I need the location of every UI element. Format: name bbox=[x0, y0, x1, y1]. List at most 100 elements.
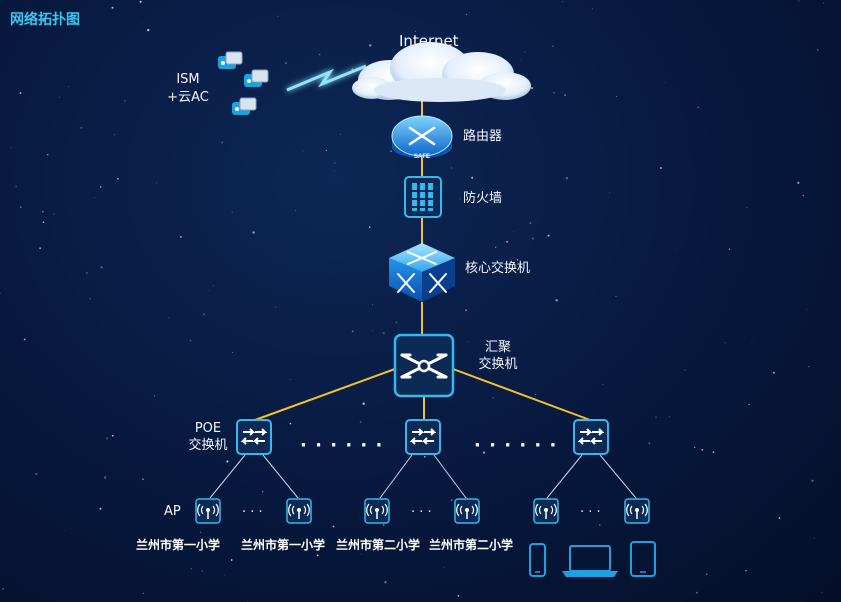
star bbox=[390, 150, 392, 153]
star bbox=[19, 92, 22, 94]
star bbox=[302, 150, 304, 152]
star bbox=[2, 588, 4, 590]
star bbox=[230, 559, 233, 561]
star bbox=[492, 265, 493, 266]
star bbox=[615, 95, 617, 97]
star bbox=[359, 420, 362, 423]
star bbox=[450, 167, 453, 169]
star bbox=[664, 81, 666, 83]
router-badge: SAFE bbox=[414, 154, 430, 160]
star bbox=[495, 246, 497, 248]
star bbox=[156, 182, 158, 184]
star bbox=[748, 403, 750, 406]
poe-switch-icon bbox=[573, 419, 609, 455]
ap-ellipsis-1: · · · bbox=[242, 505, 263, 520]
access-point-icon bbox=[364, 498, 390, 524]
star bbox=[465, 309, 468, 312]
star bbox=[695, 591, 698, 594]
star bbox=[147, 28, 150, 32]
link-agg-poe-right bbox=[452, 368, 591, 421]
star bbox=[384, 581, 387, 584]
star bbox=[751, 341, 753, 343]
star bbox=[552, 45, 554, 47]
ap-ellipsis-2: · · · bbox=[411, 505, 432, 520]
link-poe3-ap1 bbox=[546, 454, 583, 499]
star bbox=[565, 177, 568, 180]
star bbox=[516, 259, 519, 261]
star bbox=[797, 181, 800, 184]
management-devices bbox=[218, 51, 269, 115]
star bbox=[105, 437, 109, 440]
star bbox=[289, 379, 291, 380]
link-poe3-ap2 bbox=[599, 454, 637, 499]
link-poe2-ap2 bbox=[433, 454, 467, 499]
star bbox=[728, 248, 731, 250]
star bbox=[746, 206, 748, 208]
star bbox=[179, 235, 182, 238]
star bbox=[506, 240, 509, 243]
router-label: 路由器 bbox=[463, 129, 503, 144]
star bbox=[482, 451, 486, 454]
star bbox=[369, 44, 372, 47]
star bbox=[382, 524, 385, 526]
star bbox=[372, 304, 374, 306]
star bbox=[520, 59, 522, 61]
star bbox=[535, 393, 537, 395]
star bbox=[697, 106, 699, 109]
star bbox=[450, 499, 453, 502]
firewall-icon bbox=[404, 176, 442, 218]
aggregation-label-line2: 交换机 bbox=[478, 357, 518, 372]
internet-label: Internet bbox=[399, 32, 459, 50]
poe-label-line2: 交换机 bbox=[188, 438, 228, 453]
star bbox=[531, 237, 534, 240]
star bbox=[203, 313, 205, 316]
star bbox=[35, 472, 38, 476]
star bbox=[592, 8, 593, 10]
star bbox=[382, 331, 385, 335]
trunk-links bbox=[254, 96, 591, 421]
school-label: 兰州市第一小学 bbox=[241, 538, 326, 552]
star bbox=[212, 285, 214, 286]
star bbox=[100, 266, 103, 269]
router-icon: SAFE bbox=[391, 115, 453, 160]
star bbox=[443, 567, 445, 569]
star bbox=[802, 194, 804, 197]
star bbox=[53, 213, 55, 215]
star bbox=[395, 321, 398, 324]
star bbox=[256, 545, 258, 548]
star bbox=[660, 167, 662, 169]
star bbox=[674, 247, 676, 249]
star bbox=[117, 177, 119, 180]
star bbox=[562, 1, 564, 3]
school-label: 兰州市第一小学 bbox=[136, 538, 221, 552]
school-label: 兰州市第二小学 bbox=[336, 538, 421, 552]
star bbox=[333, 162, 336, 164]
access-point-icon bbox=[454, 498, 480, 524]
star bbox=[142, 478, 144, 481]
star bbox=[0, 292, 1, 295]
star bbox=[811, 479, 814, 482]
access-points bbox=[195, 498, 650, 524]
star bbox=[124, 100, 126, 102]
star bbox=[111, 6, 114, 9]
star bbox=[798, 0, 800, 2]
poe-ellipsis-right: · · · · · · bbox=[474, 435, 558, 456]
access-point-icon bbox=[195, 498, 221, 524]
star bbox=[141, 22, 143, 23]
star bbox=[221, 141, 224, 144]
poe-switch-icon bbox=[405, 419, 441, 455]
star bbox=[289, 422, 292, 425]
school-label: 兰州市第二小学 bbox=[429, 538, 514, 552]
star bbox=[467, 340, 469, 342]
star bbox=[813, 537, 815, 539]
star bbox=[113, 134, 116, 136]
star bbox=[512, 230, 514, 232]
star bbox=[401, 249, 403, 250]
star bbox=[332, 525, 335, 528]
star bbox=[142, 592, 144, 594]
server-icon bbox=[244, 69, 269, 87]
star bbox=[778, 517, 781, 519]
link-poe1-ap1 bbox=[209, 454, 246, 499]
star bbox=[706, 573, 708, 575]
